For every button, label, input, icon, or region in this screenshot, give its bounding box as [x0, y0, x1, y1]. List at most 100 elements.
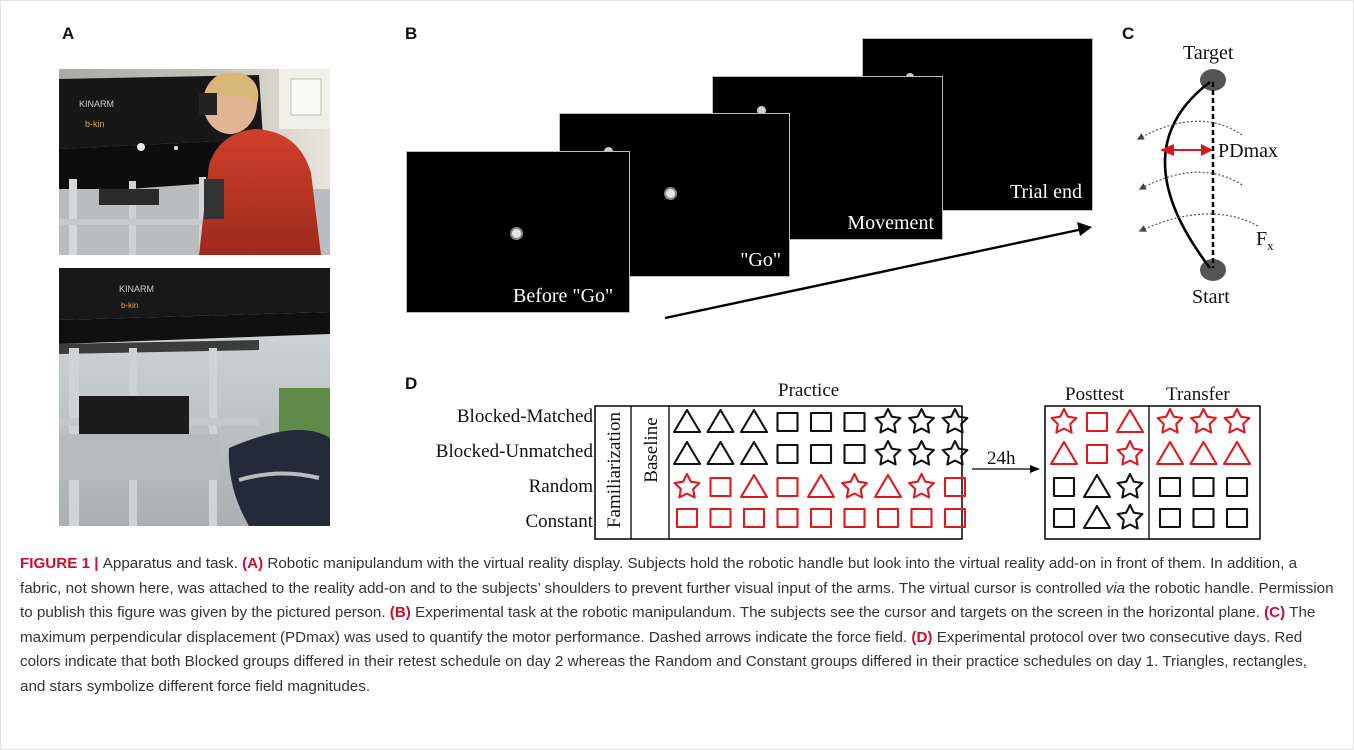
force-symbol: F: [1256, 228, 1268, 250]
photo-apparatus-with-subject: KINARM b-kin: [59, 69, 330, 255]
familiarization-label: Familiarization: [604, 411, 625, 528]
target-dot: [757, 106, 766, 115]
screen-label-go: "Go": [740, 249, 781, 271]
caption-d-label: (D): [911, 628, 933, 646]
square-symbol: [843, 507, 866, 529]
square-symbol: [776, 443, 799, 465]
brand-label-1: KINARM: [79, 99, 114, 109]
square-symbol: [675, 507, 699, 529]
square-symbol: [1052, 507, 1076, 529]
triangle-symbol: [1189, 440, 1218, 466]
triangle-symbol: [672, 408, 702, 434]
group-label-random: Random: [528, 476, 593, 497]
caption-c-text: The maximum perpendicular displacement (…: [20, 604, 1316, 646]
panel-label-d: D: [405, 374, 418, 393]
logo-label-1: b-kin: [85, 119, 105, 129]
group-label-blocked-matched: Blocked-Matched: [456, 406, 593, 427]
triangle-symbol: [706, 440, 735, 466]
triangle-symbol: [1155, 440, 1185, 466]
group-labels: Blocked-Matched Blocked-Unmatched Random…: [395, 404, 593, 540]
triangle-symbol: [806, 473, 836, 499]
logo-label-2: b-kin: [121, 301, 138, 310]
square-symbol: [709, 507, 732, 529]
triangle-symbol: [739, 408, 769, 434]
square-symbol: [1225, 476, 1249, 498]
triangle-symbol: [1049, 440, 1079, 466]
figure-label: FIGURE 1: [20, 555, 91, 572]
triangle-symbol: [1222, 440, 1252, 466]
triangle-symbol: [672, 440, 702, 466]
star-symbol: [1116, 439, 1144, 466]
start-dot: [666, 189, 675, 198]
caption-a-via: via: [1105, 579, 1126, 597]
triangle-symbol: [1115, 408, 1145, 434]
square-symbol: [742, 507, 766, 529]
transfer-header: Transfer: [1166, 384, 1230, 405]
square-symbol: [843, 443, 866, 465]
triangle-symbol: [706, 408, 735, 434]
square-symbol: [1192, 476, 1215, 498]
star-symbol: [941, 407, 969, 434]
square-symbol: [809, 507, 833, 529]
caption-a-label: (A): [242, 555, 264, 572]
caption-b-label: (B): [389, 604, 411, 622]
practice-header: Practice: [778, 380, 840, 401]
star-symbol: [1116, 503, 1144, 530]
screen-label-trial-end: Trial end: [1009, 181, 1082, 203]
star-symbol: [908, 472, 935, 499]
start-label: Start: [1192, 286, 1230, 308]
panel-label-a: A: [62, 24, 75, 43]
square-symbol: [776, 476, 799, 498]
square-symbol: [809, 443, 833, 465]
pdmax-arrow-left: [1160, 144, 1174, 156]
group-label-blocked-unmatched: Blocked-Unmatched: [435, 441, 593, 462]
square-symbol: [776, 507, 799, 529]
triangle-symbol: [873, 473, 903, 499]
star-symbol: [941, 439, 969, 466]
force-label: Fx: [1256, 228, 1274, 254]
caption-d-text: Experimental protocol over two consecuti…: [20, 628, 1307, 695]
star-symbol: [874, 439, 902, 466]
square-symbol: [1085, 411, 1109, 433]
target-label: Target: [1183, 42, 1234, 64]
retest-box: [1044, 405, 1261, 540]
triangle-symbol: [1082, 473, 1112, 499]
photo-apparatus-empty: KINARM b-kin: [59, 268, 330, 526]
star-symbol: [874, 407, 902, 434]
transfer-symbols: [1155, 407, 1252, 529]
force-arrow: [1138, 171, 1243, 190]
caption-a-text-2: the robotic handle. Permission to publis…: [20, 579, 1334, 622]
square-symbol: [1192, 507, 1215, 529]
square-symbol: [709, 476, 732, 498]
brand-label-2: KINARM: [119, 284, 154, 294]
interval-label: 24h: [987, 448, 1016, 469]
force-arrow: [1138, 213, 1259, 232]
interval-arrow: [1030, 465, 1040, 473]
practice-symbols: [672, 407, 969, 529]
screen-label-movement: Movement: [847, 212, 934, 234]
square-symbol: [910, 507, 933, 529]
star-symbol: [908, 439, 935, 466]
square-symbol: [1158, 507, 1182, 529]
figure-caption: FIGURE 1 | Apparatus and task. (A) Robot…: [20, 552, 1334, 700]
star-symbol: [1156, 407, 1184, 434]
square-symbol: [876, 507, 900, 529]
square-symbol: [776, 411, 799, 433]
star-symbol: [1050, 407, 1078, 434]
posttest-symbols: [1049, 407, 1145, 530]
star-symbol: [1190, 407, 1217, 434]
square-symbol: [943, 476, 967, 498]
pdmax-label: PDmax: [1218, 140, 1278, 162]
caption-c-label: (C): [1264, 604, 1286, 622]
square-symbol: [843, 411, 866, 433]
baseline-label: Baseline: [641, 417, 662, 482]
star-symbol: [1223, 407, 1251, 434]
square-symbol: [1052, 476, 1076, 498]
star-symbol: [841, 472, 868, 499]
force-subscript: x: [1267, 238, 1274, 253]
pdmax-diagram: [1136, 69, 1259, 281]
triangle-symbol: [739, 440, 769, 466]
square-symbol: [809, 411, 833, 433]
